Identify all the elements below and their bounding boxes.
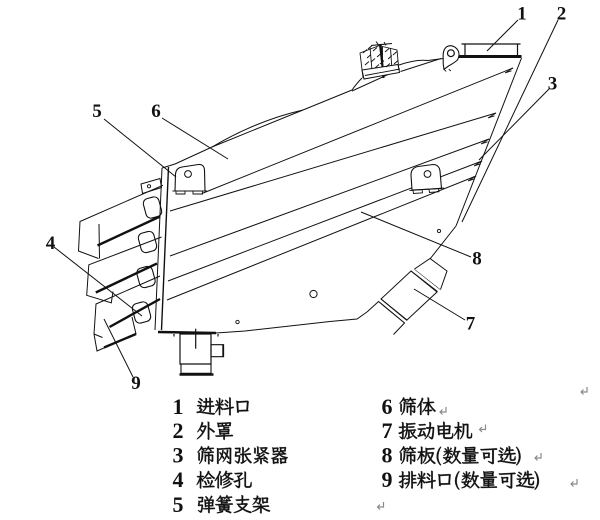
svg-text:2: 2: [557, 4, 567, 25]
svg-text:5: 5: [92, 101, 102, 122]
svg-text:1: 1: [173, 394, 184, 419]
svg-text:1: 1: [517, 4, 527, 25]
svg-text:4: 4: [46, 233, 56, 254]
svg-text:4: 4: [173, 467, 184, 492]
svg-text:6: 6: [151, 101, 161, 122]
svg-text:3: 3: [173, 443, 184, 468]
svg-text:2: 2: [173, 418, 184, 443]
svg-text:3: 3: [548, 74, 558, 95]
svg-text:8: 8: [472, 249, 482, 270]
svg-text:8: 8: [382, 443, 393, 468]
svg-text:6: 6: [382, 394, 393, 419]
svg-text:9: 9: [382, 467, 393, 492]
svg-text:7: 7: [466, 314, 476, 335]
svg-text:5: 5: [173, 492, 184, 517]
svg-text:7: 7: [382, 418, 393, 443]
svg-text:9: 9: [131, 373, 141, 394]
